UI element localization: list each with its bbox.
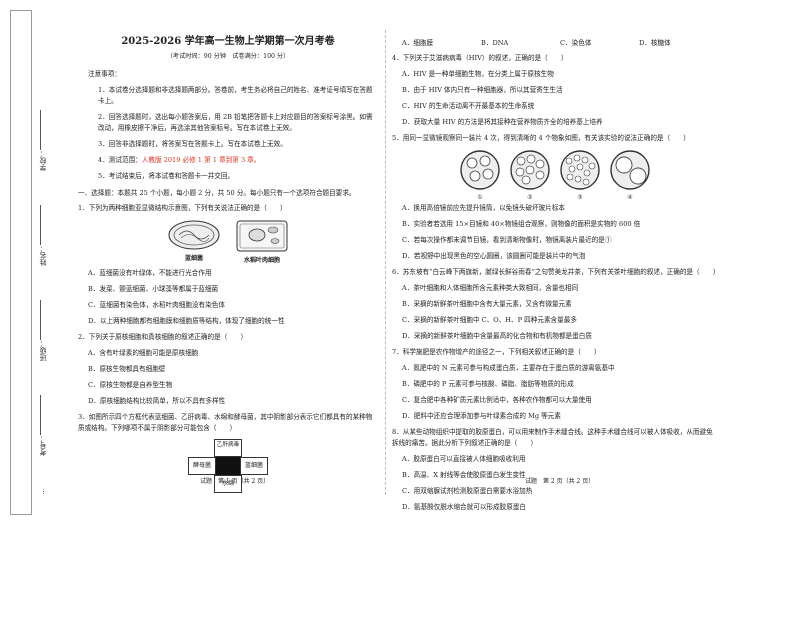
option: A．含有叶绿素的细胞可能是原核细胞 xyxy=(88,349,199,357)
question-stem: 2．下列关于原核细胞和真核细胞的叙述正确的是（ ） xyxy=(78,333,248,341)
option: D．肥料中还应合理添加参与叶绿素合成的 Mg 等元素 xyxy=(402,412,561,420)
microscope-view-drawing xyxy=(460,150,500,190)
section-heading: 一、选择题：本题共 25 个小题，每小题 2 分，共 50 分。每小题只有一个选… xyxy=(78,189,356,197)
question-stem: 5．用同一显微镜观察同一装片 4 次，得到清晰的 4 个物象如图，有关该实验的说… xyxy=(392,134,690,142)
right-column: A．细胞膜 B．DNA C．染色体 D．核糖体 4．下列关于艾滋病病毒（HIV）… xyxy=(392,38,720,518)
option: D．获取大量 HIV 的方法是将其接种在营养物质齐全的培养基上培养 xyxy=(402,118,603,126)
figure-caption: 水稻叶肉细胞 xyxy=(243,257,280,264)
binding-rule xyxy=(40,300,41,340)
figure-caption: 蓝细菌 xyxy=(184,255,203,262)
option: C．采摘的新鲜茶叶细胞中 C、O、H、P 四种元素含量最多 xyxy=(402,316,577,324)
binding-rule xyxy=(40,205,41,245)
microscope-view-drawing xyxy=(510,150,550,190)
figure-cyanobacteria: 蓝细菌 xyxy=(167,219,221,266)
binding-label-id: 考号： xyxy=(39,435,47,456)
cross-box-bottom: 水绵 xyxy=(214,475,242,493)
notice-scope-prefix: 4．测试范围： xyxy=(98,156,142,164)
option: D．原核细胞结构比较简单，所以不具有多样性 xyxy=(88,397,226,405)
binding-label-class: 班级： xyxy=(39,340,47,361)
notice-item: 3．回答非选择题时，将答案写在答题卡上。写在本试卷上无效。 xyxy=(98,140,287,148)
option: C．用双缩脲试剂检测胶原蛋白需要水浴加热 xyxy=(402,487,533,495)
notice-scope-highlight: 人教版 2019 必修 1 第 1 章到第 3 章。 xyxy=(141,156,261,164)
option: C．复合肥中各种矿质元素比例适中，各种农作物都可以大量使用 xyxy=(402,396,592,404)
option: A．茶叶细胞和人体细胞所含元素种类大致相同，含量也相同 xyxy=(402,284,579,292)
option: B．磷肥中的 P 元素可参与核酸、磷脂、脂肪等物质的形成 xyxy=(402,380,574,388)
view-number: ② xyxy=(527,194,533,201)
option: C．若每次操作都未调节目镜，看到清晰物像时，物镜离装片最近的是① xyxy=(402,236,612,244)
cyanobacteria-drawing xyxy=(168,220,220,250)
cross-box-top: 乙肝病毒 xyxy=(214,439,242,457)
question-stem: 7．科学施肥是农作物增产的途径之一，下列相关叙述正确的是（ ） xyxy=(392,348,601,356)
cross-shaded-center xyxy=(216,457,240,475)
binding-bottom-mark: … xyxy=(38,488,46,495)
question-stem: 4．下列关于艾滋病病毒（HIV）的叙述，正确的是（ ） xyxy=(392,54,568,62)
option: D．以上两种细胞都有细胞膜和细胞质等结构，体现了细胞的统一性 xyxy=(88,317,285,325)
microscope-view: ① xyxy=(459,149,501,203)
option: A．细胞膜 xyxy=(402,39,434,47)
option: C．原核生物都是自养型生物 xyxy=(88,381,173,389)
option: B．采摘的新鲜茶叶细胞中含有大量元素，又含有微量元素 xyxy=(402,300,572,308)
binding-label-school: 学校： xyxy=(39,150,47,171)
microscope-view: ③ xyxy=(559,149,601,203)
page-footer-right: 试题 第 2 页（共 2 页） xyxy=(525,478,595,485)
option: C．蓝细菌有染色体，水稻叶肉细胞没有染色体 xyxy=(88,301,225,309)
binding-rule xyxy=(40,110,41,150)
view-number: ④ xyxy=(627,194,633,201)
binding-strip xyxy=(10,10,32,515)
option: A．氮肥中的 N 元素可参与构成蛋白质，主要存在于蛋白质的游离氨基中 xyxy=(402,364,615,372)
figure-rice-cell: 水稻叶肉细胞 xyxy=(235,219,289,266)
left-column: 2025-2026 学年高一生物上学期第一次月考卷 （考试时间：90 分钟 试卷… xyxy=(78,36,378,497)
page-footer-left: 试题 第 1 页（共 2 页） xyxy=(200,478,270,485)
option: C．染色体 xyxy=(560,39,592,47)
notice-item: 5．考试结束后，将本试卷和答题卡一并交回。 xyxy=(98,172,235,180)
option: D．若视野中出现黑色的空心圆圈，该圆圈可能是装片中的气泡 xyxy=(402,252,586,260)
q3-options: A．细胞膜 B．DNA C．染色体 D．核糖体 xyxy=(392,38,718,49)
option: B．由于 HIV 体内只有一种细胞器，所以其营寄生生活 xyxy=(402,86,563,94)
cross-box-left: 酵母菌 xyxy=(188,457,216,475)
option: A．换用高倍镜前应先提升镜筒，以免镜头破坏玻片标本 xyxy=(402,204,566,212)
notice-item: 1．本试卷分选择题和非选择题两部分。答卷前，考生务必将自己的姓名、准考证号填写在… xyxy=(98,86,373,105)
microscope-view-drawing xyxy=(560,150,600,190)
notice-item: 2．回答选择题时，选出每小题答案后，用 2B 铅笔把答题卡上对应题目的答案标号涂… xyxy=(98,113,373,132)
cross-box-right: 蓝细菌 xyxy=(240,457,268,475)
exam-subtitle: （考试时间：90 分钟 试卷满分：100 分） xyxy=(166,53,290,60)
notice-heading: 注意事项： xyxy=(88,70,121,78)
option: B．发菜、颤蓝细菌、小球藻等都属于蓝细菌 xyxy=(88,285,219,293)
question-stem: 1．下列为两种细胞亚显微结构示意图，下列有关说法正确的是（ ） xyxy=(78,204,287,212)
view-number: ① xyxy=(477,194,483,201)
option: A．HIV 是一种单细胞生物，在分类上属于原核生物 xyxy=(402,70,554,78)
option: A．胶原蛋白可以直接被人体细胞吸收利用 xyxy=(402,455,526,463)
option: B．高温、X 射线等会使胶原蛋白发生变性 xyxy=(402,471,526,479)
option: D．氨基酸仅脱水缩合就可以形成胶原蛋白 xyxy=(402,503,526,511)
exam-title: 2025-2026 学年高一生物上学期第一次月考卷 xyxy=(121,36,335,47)
option: D．核糖体 xyxy=(639,39,671,47)
binding-label-name: 姓名： xyxy=(39,245,47,266)
q3-venn-cross: 乙肝病毒 酵母菌 蓝细菌 水绵 xyxy=(188,439,268,497)
column-divider xyxy=(385,30,386,495)
microscope-view: ④ xyxy=(609,149,651,203)
microscope-view-drawing xyxy=(610,150,650,190)
option: B．原核生物都具有细胞壁 xyxy=(88,365,166,373)
question-stem: 8．从某些动物组织中提取的胶原蛋白，可以用来制作手术缝合线。这种手术缝合线可以被… xyxy=(392,428,713,447)
question-stem: 3．如图所示四个方框代表蓝细菌、乙肝病毒、水绵和酵母菌，其中阴影部分表示它们都具… xyxy=(78,413,373,432)
notice-scope: 4．测试范围：人教版 2019 必修 1 第 1 章到第 3 章。 xyxy=(78,155,378,166)
microscope-view: ② xyxy=(509,149,551,203)
option: B．实验者若选用 15×目镜和 40×物镜组合观察，则物像的面积是实物的 600… xyxy=(402,220,641,228)
binding-rule xyxy=(40,395,41,435)
option: C．HIV 的生命活动离不开最基本的生命系统 xyxy=(402,102,535,110)
option: A．蓝细菌没有叶绿体，不能进行光合作用 xyxy=(88,269,212,277)
rice-cell-drawing xyxy=(236,220,288,252)
view-number: ③ xyxy=(577,194,583,201)
question-stem: 6．苏东坡有“白云峰下两旗新，腻绿长鲜谷雨春”之句赞美龙井茶，下列有关茶叶细胞的… xyxy=(392,268,720,276)
option: B．DNA xyxy=(481,39,509,47)
option: D．采摘的新鲜茶叶细胞中含量最高的化合物和有机物都是蛋白质 xyxy=(402,332,592,340)
q5-microscope-views: ① ② xyxy=(392,149,718,203)
q1-figure: 蓝细菌 水稻叶肉细胞 xyxy=(78,219,378,266)
